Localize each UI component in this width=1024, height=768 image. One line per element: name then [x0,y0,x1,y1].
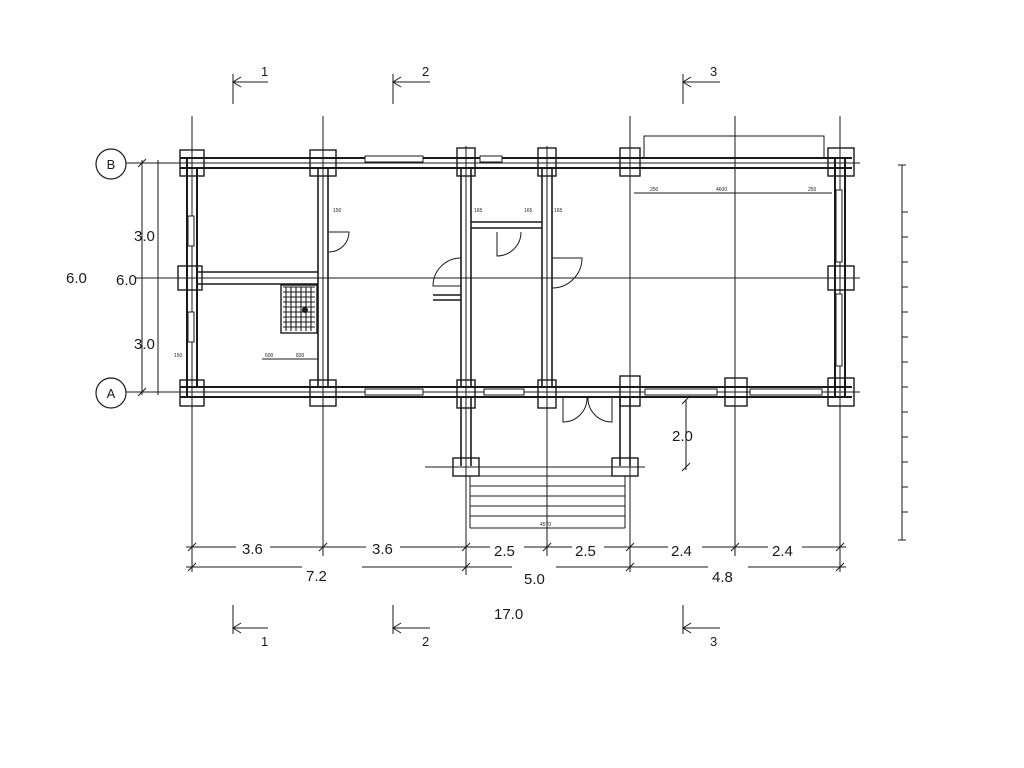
dimension-porch: 2.0 [672,395,693,472]
dim-seg-2: 3.6 [372,541,393,558]
axis-label-b: B [107,157,116,172]
dim-group-1: 7.2 [306,568,327,585]
detail-dim-e: 150 [174,353,183,359]
dim-group-2: 5.0 [524,571,545,588]
dim-left-bottom: 3.0 [134,336,155,353]
dim-seg-4: 2.5 [575,543,596,560]
tiled-stove [280,284,318,334]
detail-dimensions: 150 165 165 165 150 250 4600 250 600 830… [174,187,832,528]
windows [187,135,843,396]
detail-dim-a: 150 [333,208,342,214]
section-label-2-top: 2 [422,64,429,79]
detail-dim-f: 250 [650,187,659,193]
dim-seg-3: 2.5 [494,543,515,560]
detail-dim-d: 165 [554,208,563,214]
dim-seg-6: 2.4 [772,543,793,560]
dim-seg-5: 2.4 [671,543,692,560]
detail-dim-g: 4600 [716,187,727,193]
section-label-3-bottom: 3 [710,634,717,649]
dim-group-3: 4.8 [712,569,733,586]
axis-bubble-b: B [95,148,127,180]
detail-dim-c: 165 [524,208,533,214]
grid-lines-horizontal [126,162,860,393]
dim-left-inner: 6.0 [116,272,137,289]
dim-left-top: 3.0 [134,228,155,245]
detail-dim-h: 250 [808,187,817,193]
dim-left-total: 6.0 [66,270,87,287]
detail-dim-b: 165 [474,208,483,214]
section-markers-bottom: 1 2 3 [232,605,720,649]
detail-dim-j: 830 [296,353,305,359]
dim-seg-1: 3.6 [242,541,263,558]
doors [328,231,613,423]
dim-porch: 2.0 [672,428,693,445]
section-label-1-top: 1 [261,64,268,79]
inner-walls [197,168,553,387]
axis-bubble-a: A [95,377,127,409]
porch [425,397,645,529]
wall-crosses [177,147,855,409]
section-label-2-bottom: 2 [422,634,429,649]
section-label-3-top: 3 [710,64,717,79]
axis-label-a: A [107,386,116,401]
dim-total: 17.0 [494,606,523,623]
section-markers-top: 1 2 3 [232,64,720,104]
section-label-1-bottom: 1 [261,634,268,649]
detail-dim-k: 4570 [540,522,551,528]
dimension-left: 3.0 6.0 6.0 3.0 [66,158,180,397]
dimension-bottom: 3.6 3.6 2.5 2.5 2.4 2.4 7.2 5.0 4.8 17.0 [186,541,846,623]
detail-dim-i: 600 [265,353,274,359]
right-scale-ticks [898,164,908,541]
